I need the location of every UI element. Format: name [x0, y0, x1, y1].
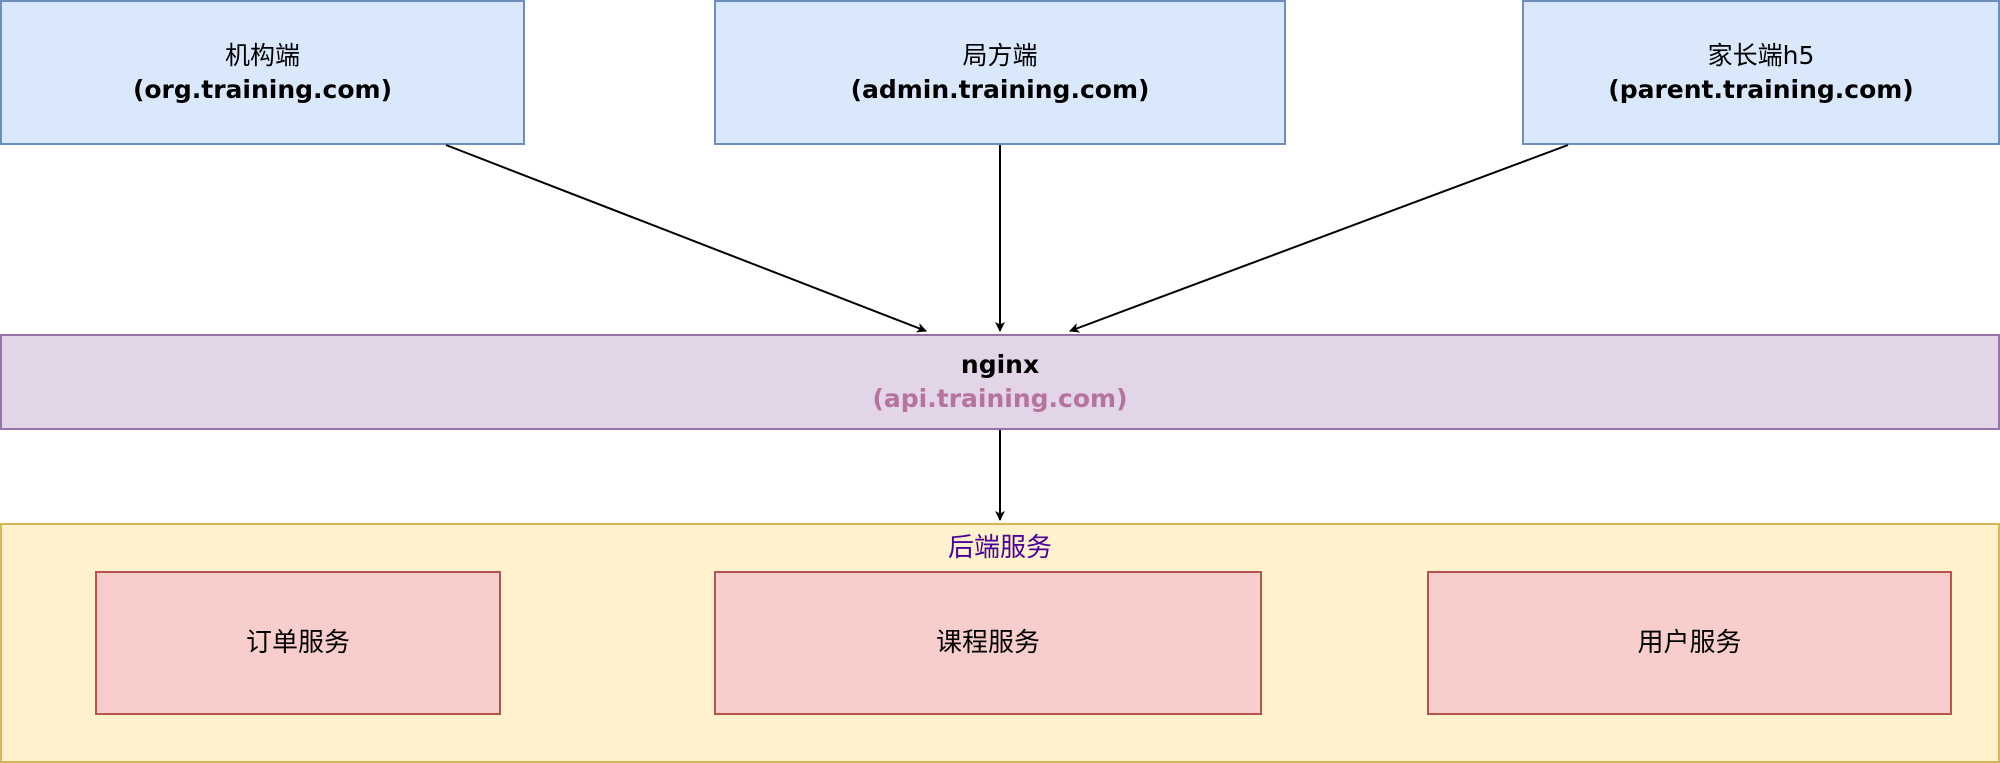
course-service-label: 课程服务 — [935, 628, 1040, 658]
edge-parent-to-nginx — [1069, 144, 1569, 333]
user-service-label: 用户服务 — [1637, 628, 1742, 658]
order-service-node[interactable]: 订单服务 — [95, 571, 501, 715]
client-parent-node[interactable]: 家长端h5 (parent.training.com) — [1522, 0, 2000, 145]
order-service-label: 订单服务 — [245, 628, 350, 658]
client-parent-domain: (parent.training.com) — [1608, 74, 1914, 104]
client-admin-label: 局方端 — [962, 40, 1038, 70]
client-admin-node[interactable]: 局方端 (admin.training.com) — [714, 0, 1286, 145]
client-org-domain: (org.training.com) — [132, 74, 393, 104]
user-service-node[interactable]: 用户服务 — [1427, 571, 1952, 715]
client-org-node[interactable]: 机构端 (org.training.com) — [0, 0, 525, 145]
nginx-label: nginx — [960, 350, 1040, 379]
client-parent-label: 家长端h5 — [1707, 40, 1815, 70]
client-admin-domain: (admin.training.com) — [850, 74, 1150, 104]
edge-org-to-nginx — [445, 144, 927, 333]
course-service-node[interactable]: 课程服务 — [714, 571, 1262, 715]
client-org-label: 机构端 — [224, 40, 300, 70]
backend-title: 后端服务 — [947, 533, 1052, 563]
nginx-gateway-node[interactable]: nginx (api.training.com) — [0, 334, 2000, 430]
nginx-domain: (api.training.com) — [872, 384, 1128, 413]
